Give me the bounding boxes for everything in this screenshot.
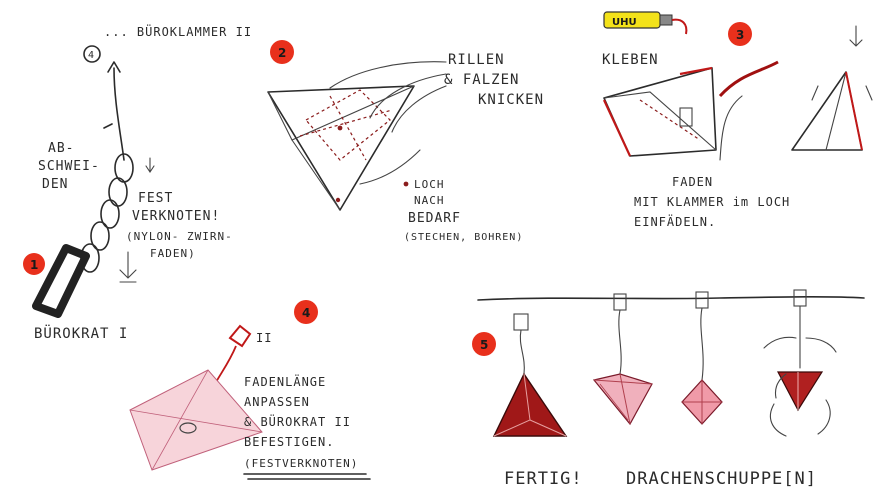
thread-label: MIT KLAMMER im LOCH: [634, 195, 790, 209]
step-badge-number: 2: [278, 46, 286, 60]
cut-mark-icon: [103, 123, 113, 129]
knot-label: VERKNOTEN!: [132, 209, 220, 224]
pink-paper-icon: [129, 369, 263, 471]
step-badge-number: 3: [736, 28, 744, 42]
step-3-panel: UHU 3 KLEBEN FADEN MIT KLAMMER im LOCH E…: [602, 11, 873, 229]
knot-label: (NYLON- ZWIRN-: [126, 230, 233, 243]
rotate-arrow-icon: [805, 337, 837, 353]
step4-text: ANPASSEN: [244, 395, 310, 409]
knot-label: FADEN): [150, 247, 196, 260]
step-badge-number: 1: [30, 258, 38, 272]
cut-label: DEN: [42, 177, 68, 192]
step-1-panel: 4 ... BÜROKLAMMER II AB- SCHWEI- DEN FES…: [23, 23, 252, 342]
clip-wire-icon: [113, 67, 125, 161]
arrow-icon: [359, 149, 421, 185]
rotate-arrow-icon: [817, 399, 831, 435]
hole-dot-icon: [403, 181, 409, 187]
hole-label: BEDARF: [408, 211, 461, 226]
grooves-label: RILLEN: [448, 52, 505, 68]
step1-top-label: ... BÜROKLAMMER II: [104, 23, 252, 39]
clip-icon: [613, 293, 627, 311]
press-arrow-icon: [849, 25, 863, 47]
clip-icon: [228, 324, 252, 348]
rotate-arrow-icon: [763, 336, 797, 349]
folded-paper-icon: [267, 85, 415, 211]
grooves-label: & FALZEN: [444, 72, 519, 88]
step-badge-1: [23, 253, 45, 275]
arrow-down-icon: [145, 157, 155, 173]
hole-label: NACH: [414, 194, 445, 207]
chain-icon: [80, 153, 134, 273]
cut-label: AB-: [48, 141, 74, 156]
step-4-panel: 4 II FADENLÄNGE ANPASSEN & BÜROKRAT II B…: [129, 300, 371, 480]
step-badge-5: [472, 332, 496, 356]
arrow-icon: [391, 85, 447, 133]
dragon-scale-icon: [492, 372, 568, 437]
glue-brand: UHU: [612, 17, 637, 28]
clip-icon: [513, 313, 529, 331]
arrow-down-icon: [119, 251, 137, 283]
arrow-icon: [329, 61, 447, 89]
paper-clip-icon: [32, 244, 90, 318]
step-badge-3: [728, 22, 752, 46]
step1-bottom-label: BÜROKRAT I: [34, 324, 128, 342]
clip-icon: [695, 291, 709, 309]
pyramid-side-icon: [791, 71, 863, 151]
arrow-up-icon: [107, 61, 121, 73]
step4-text: & BÜROKRAT II: [244, 413, 351, 429]
arrow-icon: [369, 73, 447, 119]
glue-label: KLEBEN: [602, 52, 659, 68]
clip-icon: [793, 289, 807, 307]
step-badge-4: [294, 300, 318, 324]
cut-label: SCHWEI-: [38, 159, 100, 174]
circle-number-icon: [83, 45, 101, 63]
hole-label: LOCH: [414, 178, 445, 191]
step-5-panel: 5 FERTIG! DRACHENSCHUPPE[N]: [472, 289, 865, 489]
step-2-panel: 2 RILLEN & FALZEN KNICKEN LOCH NACH BEDA…: [267, 40, 544, 243]
step1-circle-number: 4: [88, 50, 95, 61]
dragon-scale-icon: [777, 371, 824, 412]
hole-label: (STECHEN, BOHREN): [404, 232, 523, 243]
step-badge-number: 5: [480, 338, 488, 352]
pyramid-glue-icon: [603, 67, 717, 157]
step4-text: BEFESTIGEN.: [244, 435, 334, 449]
step4-text: (FESTVERKNOTEN): [244, 457, 358, 470]
title-label: DRACHENSCHUPPE[N]: [626, 469, 817, 489]
rotate-arrow-icon: [769, 403, 787, 437]
hanging-string-icon: [477, 296, 865, 301]
done-label: FERTIG!: [504, 469, 583, 489]
step4-text: FADENLÄNGE: [244, 374, 326, 389]
step-badge-2: [270, 40, 294, 64]
clip-mark: II: [256, 331, 272, 345]
glue-cap-icon: [659, 14, 673, 26]
thread-icon: [718, 60, 779, 98]
step-badge-number: 4: [302, 306, 310, 320]
thread-label: FADEN: [672, 175, 713, 189]
thread-label: EINFÄDELN.: [634, 214, 716, 229]
grooves-label: KNICKEN: [478, 92, 544, 108]
knot-label: FEST: [138, 191, 173, 206]
